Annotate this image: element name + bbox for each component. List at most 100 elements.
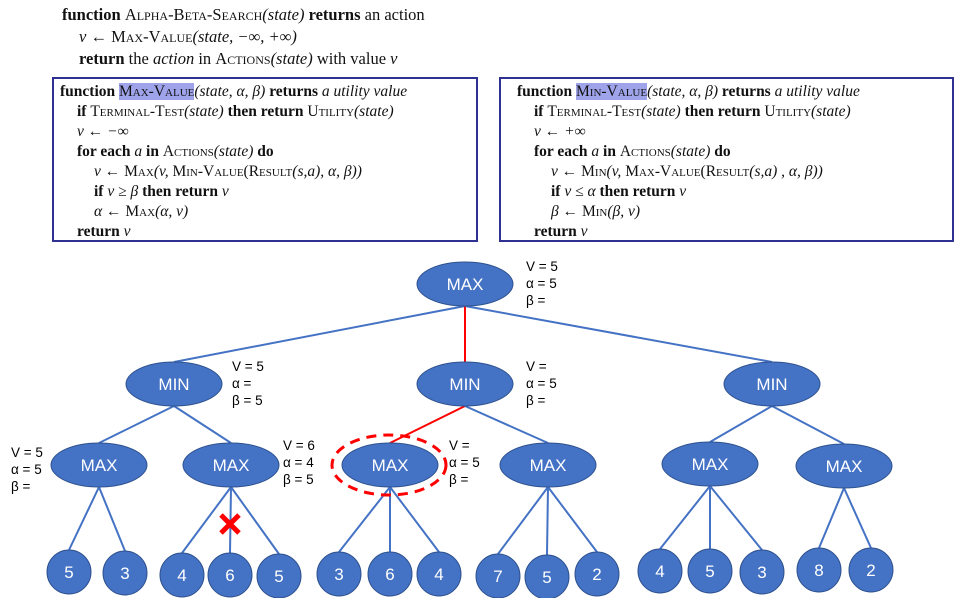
keyword: for each — [77, 143, 131, 160]
text: β ← — [551, 203, 582, 220]
leaf-circle — [46, 549, 92, 595]
leaf-circle — [316, 551, 362, 597]
keyword: if — [534, 103, 544, 120]
annotation-line: V = 5 — [526, 259, 558, 274]
assign-arrow: ← — [90, 27, 107, 46]
node-ellipse — [182, 442, 280, 488]
leaf-node: 4 — [159, 552, 205, 598]
highlighted-function-name: Min-Value — [576, 83, 648, 100]
leaf-circle — [796, 547, 842, 593]
pseudocode-line: if Terminal-Test(state) then return Util… — [60, 102, 476, 122]
tree-edge — [709, 405, 773, 443]
leaf-edge — [818, 487, 845, 549]
function-name: Terminal-Test — [547, 103, 642, 120]
annotation-line: α = — [232, 376, 252, 391]
leaf-node: 5 — [256, 553, 302, 598]
tree-edge — [173, 305, 466, 363]
function-name: Utility — [307, 103, 355, 120]
leaf-node: 2 — [848, 547, 894, 593]
max-value-pseudocode-box: function Max-Value(state, α, β) returns … — [52, 77, 478, 242]
min-node: MIN — [416, 361, 514, 407]
leaf-edge — [181, 486, 232, 554]
pseudocode-line: v ← −∞ — [77, 123, 129, 140]
node-ellipse — [723, 361, 821, 407]
keyword: do — [257, 143, 274, 160]
leaf-node: 6 — [367, 551, 413, 597]
pseudocode-line: return v — [517, 222, 952, 242]
annotation-line: β = — [449, 472, 469, 487]
leaf-edge — [389, 486, 440, 553]
function-args: (state) — [270, 49, 313, 68]
keyword: returns — [308, 5, 361, 24]
leaf-node: 4 — [637, 548, 683, 594]
function-name: Actions — [619, 143, 671, 160]
annotation-line: β = 5 — [232, 393, 263, 408]
leaf-circle — [637, 548, 683, 594]
max-node: MAX — [50, 442, 148, 488]
text: (s,a) , α, β)) — [749, 163, 823, 180]
leaf-node: 5 — [46, 549, 92, 595]
function-name: Max — [124, 163, 154, 180]
pseudocode-line: function Alpha-Beta-Search(state) return… — [62, 4, 425, 26]
function-args: (state) — [262, 5, 305, 24]
leaf-circle — [102, 550, 148, 596]
text: an action — [364, 5, 425, 24]
leaf-edge — [843, 487, 872, 549]
leaf-node: 3 — [102, 550, 148, 596]
leaf-edge — [497, 486, 549, 555]
leaf-node: 3 — [739, 549, 785, 595]
node-label: MAX — [81, 456, 118, 475]
leaf-edge — [68, 486, 100, 551]
pseudocode-line: v ← Max-Value(state, −∞, +∞) — [62, 26, 425, 48]
node-label: MIN — [158, 375, 189, 394]
text: (β, v) — [607, 203, 641, 220]
text: α ← — [94, 203, 126, 220]
max-node: MAX — [795, 443, 893, 489]
keyword: in — [603, 143, 616, 160]
keyword: then return — [142, 183, 218, 200]
leaf-circle — [256, 553, 302, 598]
variable: v — [390, 49, 398, 68]
max-node: MAX — [661, 441, 759, 487]
annotation-line: β = — [11, 479, 31, 494]
variable: v — [79, 27, 87, 46]
return-type: a utility value — [321, 83, 408, 100]
annotation-line: β = — [526, 393, 546, 408]
keyword: in — [146, 143, 159, 160]
annotation-line: V = — [526, 359, 547, 374]
function-name: Utility — [764, 103, 812, 120]
variable: a — [134, 143, 143, 160]
text: ( — [243, 163, 249, 180]
keyword: returns — [269, 83, 318, 100]
keyword: then return — [599, 183, 676, 200]
leaf-value: 5 — [64, 563, 73, 582]
tree-edge — [173, 405, 232, 444]
text: (α, v) — [155, 203, 189, 220]
variable: v — [123, 223, 131, 240]
leaf-value: 3 — [757, 563, 766, 582]
leaf-circle — [367, 551, 413, 597]
function-args: (state) — [354, 103, 394, 120]
pseudocode-line: β ← Min(β, v) — [517, 202, 952, 222]
pseudocode-line: function Min-Value(state, α, β) returns … — [517, 82, 952, 102]
highlighted-function-name: Max-Value — [119, 83, 195, 100]
leaf-node: 4 — [416, 551, 462, 597]
annotation-line: β = 5 — [283, 472, 314, 487]
node-label: MIN — [449, 375, 480, 394]
annotation-line: α = 5 — [526, 276, 557, 291]
min-value-pseudocode-box: function Min-Value(state, α, β) returns … — [499, 77, 954, 242]
condition: v ≥ β — [107, 183, 139, 200]
leaf-edge — [98, 486, 126, 552]
node-ellipse — [416, 261, 514, 307]
leaf-circle — [207, 552, 253, 598]
pseudocode-line: if Terminal-Test(state) then return Util… — [517, 102, 952, 122]
annotation-line: V = 6 — [283, 438, 315, 453]
leaf-value: 8 — [814, 561, 823, 580]
keyword: function — [62, 5, 121, 24]
function-name: Result — [248, 163, 293, 180]
leaf-edge — [709, 485, 763, 551]
max-value-pseudocode: function Max-Value(state, α, β) returns … — [54, 79, 476, 242]
node-ellipse — [795, 443, 893, 489]
leaf-edge — [338, 486, 391, 553]
